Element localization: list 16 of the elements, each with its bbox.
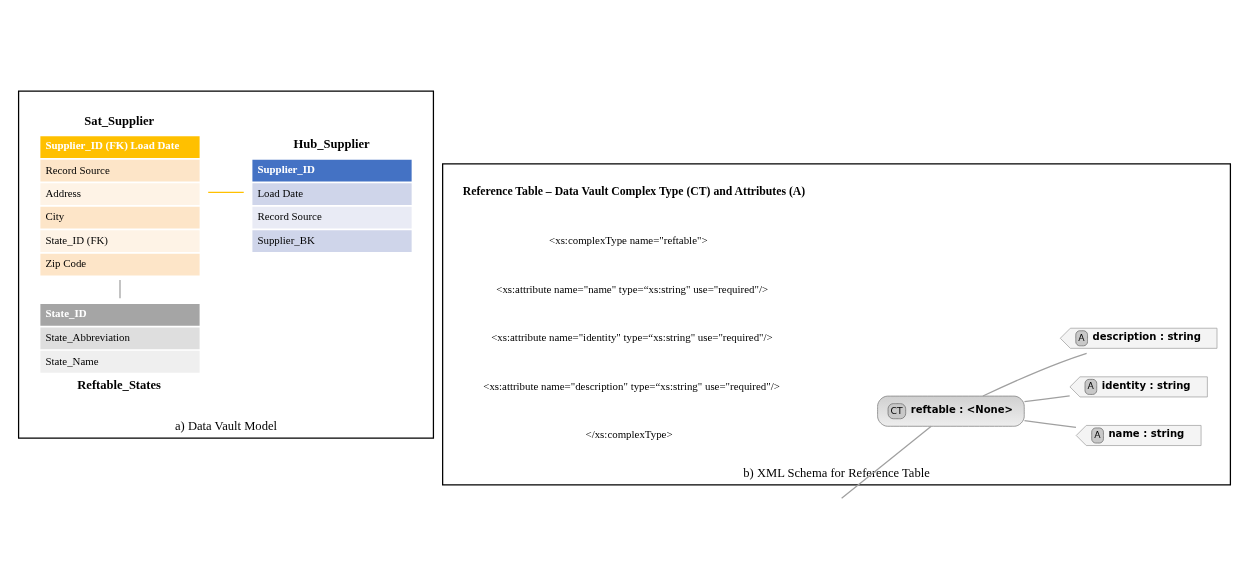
- node-box: CT reftable : <None>: [877, 395, 1025, 427]
- label: <xs:attribute name="identity" type=“xs:string" use="required"/>: [491, 330, 773, 343]
- connector: [982, 352, 1088, 397]
- connector: [1023, 394, 1071, 402]
- label: <xs:attribute name="description" type=“xs:string" use="required"/>: [483, 379, 780, 392]
- connector: [119, 278, 121, 299]
- label: Reference Table – Data Vault Complex Type (CT) and Attributes (A): [462, 184, 806, 198]
- connector: [207, 191, 245, 193]
- node-label: Sat_Supplier: [84, 113, 155, 128]
- label: </xs:complexType>: [585, 427, 673, 440]
- node-label: Hub_Supplier: [293, 136, 370, 151]
- label: <xs:attribute name="name" type=“xs:string" use="required"/>: [496, 282, 769, 295]
- label: <xs:complexType name="reftable">: [549, 233, 708, 246]
- node-label: Reftable_States: [77, 377, 161, 392]
- connector: [841, 425, 932, 499]
- connector: [1023, 419, 1077, 428]
